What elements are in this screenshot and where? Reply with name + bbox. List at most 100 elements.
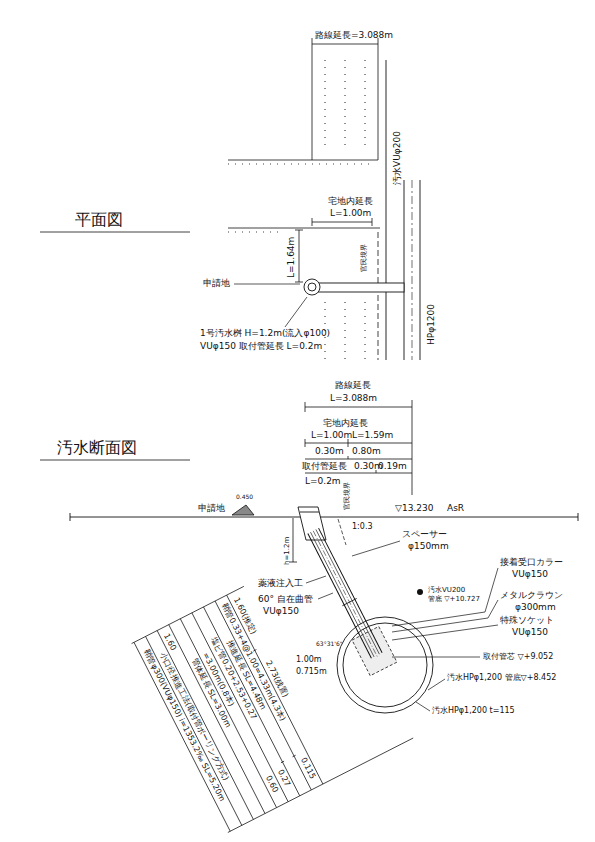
annotation-label: 63°31'6": [316, 640, 343, 647]
annotation-label: φ300mm: [515, 602, 556, 613]
annotation-label: 管底 ▽+10.727: [428, 595, 480, 603]
dimension-line: [132, 549, 414, 832]
lateral-pipe-section: [308, 534, 372, 659]
annotation-label: 汚水HPφ1,200 管底▽+8.452: [447, 673, 556, 683]
annotation-label: 路線延長: [335, 380, 371, 391]
dimension-line: [295, 282, 303, 283]
spacer-dot: [417, 589, 423, 595]
ground-line: [70, 513, 71, 521]
lot-line: [228, 50, 380, 228]
ground-marker: [232, 505, 254, 515]
dimension-line: [312, 218, 313, 226]
annotation-label: h=1.2m: [283, 537, 291, 565]
annotation-label: メタルクラウン: [500, 590, 563, 601]
boundary-line: [378, 232, 379, 360]
lot-dots: [364, 60, 365, 150]
dimension-line: [293, 755, 296, 757]
sewer-main-pipe: [412, 180, 413, 360]
sewer-main-pipe: [420, 180, 421, 360]
sewer-main-pipe: [404, 180, 405, 360]
dimension-line: [228, 738, 413, 832]
lateral-pipe: [312, 283, 404, 292]
annotation-label: 0.715m: [296, 667, 327, 677]
dimension-line: [293, 518, 294, 562]
leader-line: [234, 284, 300, 285]
annotation-label: φ150mm: [408, 541, 449, 552]
annotation-label: 取付管延長: [302, 461, 347, 472]
sewer-main-pipe: [386, 60, 387, 360]
annotation-label: 1.60: [162, 632, 179, 652]
dimension-line: [348, 439, 349, 447]
leader-line: [352, 541, 400, 556]
annotation-label: 1:0.3: [352, 522, 373, 532]
lateral-pipe-section: [316, 529, 380, 654]
hp-main-pipe: [343, 623, 427, 707]
lot-dots: [344, 302, 345, 360]
dimension-line: [253, 650, 256, 652]
lot-dots: [344, 60, 345, 150]
dimension-line: [305, 443, 412, 444]
leader-line: [392, 625, 498, 640]
annotation-label: VUφ150: [512, 627, 548, 638]
annotation-label: ▽13.230: [395, 503, 433, 514]
annotation-label: スペーサー: [402, 529, 447, 540]
leader-line: [416, 702, 430, 711]
lateral-pipe: [304, 279, 404, 295]
annotation-label: L=1.00m: [311, 430, 352, 441]
dimension-line: [305, 439, 306, 447]
annotation-label: 1号汚水桝 H=1.2m(流入φ100): [200, 328, 330, 339]
lot-dots: [228, 231, 280, 232]
annotation-label: HPφ1200: [426, 304, 437, 345]
annotation-label: 0.19m: [378, 461, 407, 472]
leader-line: [428, 679, 445, 690]
annotation-label: 汚水VUφ200: [392, 131, 403, 185]
ground-line: [578, 513, 579, 521]
lot-dots: [364, 302, 365, 360]
annotation-label: L=1.64m: [286, 237, 297, 278]
lateral-pipe-section: [342, 598, 356, 605]
ground-marker: [232, 505, 254, 515]
annotation-label: AsR: [447, 503, 464, 514]
hp-main-pipe: [337, 617, 433, 713]
dimension-line: [281, 761, 284, 763]
ground-line: [70, 513, 578, 521]
annotation-label: 申請地: [203, 278, 230, 289]
dimension-line: [312, 44, 378, 45]
slope-line: [338, 519, 346, 545]
annotation-label: 0.450: [236, 493, 253, 500]
lateral-pipe-section: [319, 528, 383, 653]
dimension-line: [295, 230, 303, 231]
spacer-dot: [417, 589, 423, 595]
annotation-label: 宅地内延長: [323, 418, 368, 429]
annotation-label: 0.115: [298, 756, 317, 781]
dimension-line: [305, 473, 412, 474]
annotation-label: 0.30m: [315, 446, 344, 457]
annotation-label: L=3.088m: [330, 393, 377, 404]
dimension-line: [299, 230, 300, 282]
annotation-label: 汚水HPφ1,200 t=115: [432, 706, 515, 716]
sewer-main-pipe: [386, 60, 420, 360]
leader-line: [234, 284, 307, 327]
heading-underline: [40, 232, 190, 460]
dimension-line: [312, 38, 313, 160]
lot-line: [378, 50, 379, 160]
lot-line: [228, 228, 380, 229]
annotation-label: 取付管芯 ▽+9.052: [483, 652, 553, 662]
lateral-pipe-section: [311, 532, 375, 657]
annotation-label: L=1.00m: [330, 208, 371, 219]
dimension-line: [289, 400, 412, 562]
lateral-pipe: [308, 283, 316, 291]
annotation-label: L=1.59m: [352, 430, 393, 441]
annotation-label: 0.80m: [352, 446, 381, 457]
annotation-label: VUφ150 取付管延長 L=0.2m: [200, 341, 322, 352]
leader-line: [306, 576, 326, 583]
lot-dots: [228, 163, 370, 164]
leader-line: [392, 657, 480, 658]
dimension-line: [412, 400, 413, 495]
annotation-label: 特殊ソケット: [500, 615, 554, 626]
annotation-label: 路線延長=3.088m: [315, 30, 393, 41]
annotation-label: 汚水VU200: [428, 586, 465, 594]
boundary-line: [378, 232, 379, 360]
